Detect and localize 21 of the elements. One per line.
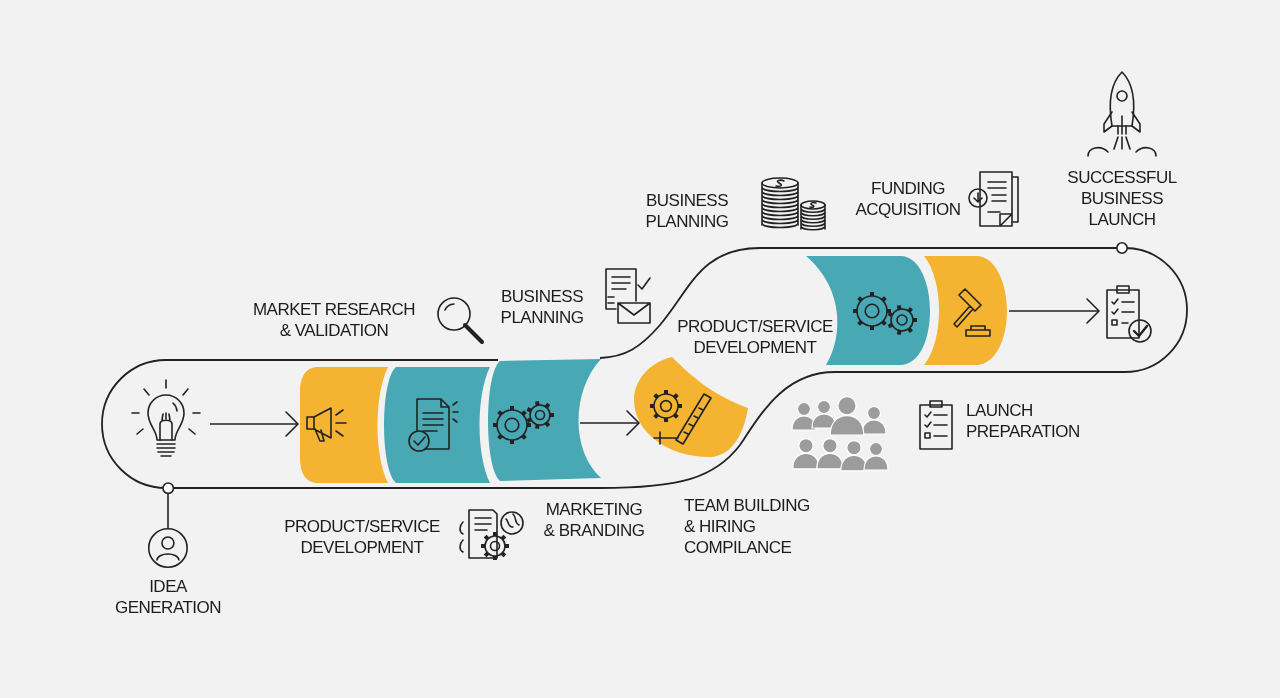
stage-label: PRODUCT/SERVICE DEVELOPMENT	[677, 316, 833, 358]
stage-label: LAUNCH PREPARATION	[966, 400, 1080, 442]
road-segment	[924, 256, 1007, 365]
road-segment	[634, 357, 748, 458]
stage-label: TEAM BUILDING & HIRING COMPILANCE	[684, 495, 810, 558]
stage-label: MARKET RESEARCH & VALIDATION	[252, 299, 416, 341]
stage-label: PRODUCT/SERVICE DEVELOPMENT	[284, 516, 440, 558]
road-segment	[300, 367, 388, 483]
milestone-dot	[161, 481, 175, 495]
stage-label: BUSINESS PLANNING	[500, 286, 584, 328]
stage-label: BUSINESS PLANNING	[645, 190, 729, 232]
stage-label: MARKETING & BRANDING	[543, 499, 645, 541]
connector-line	[167, 493, 169, 530]
arrow	[1008, 298, 1100, 324]
stage-label: FUNDING ACQUISITION	[855, 178, 961, 220]
road-segment	[383, 367, 490, 483]
road-segment	[487, 359, 601, 481]
stage-label: IDEA GENERATION	[114, 576, 222, 618]
arrow	[579, 410, 640, 436]
stage-label: SUCCESSFUL BUSINESS LAUNCH	[1067, 167, 1177, 230]
arrow	[209, 411, 299, 437]
